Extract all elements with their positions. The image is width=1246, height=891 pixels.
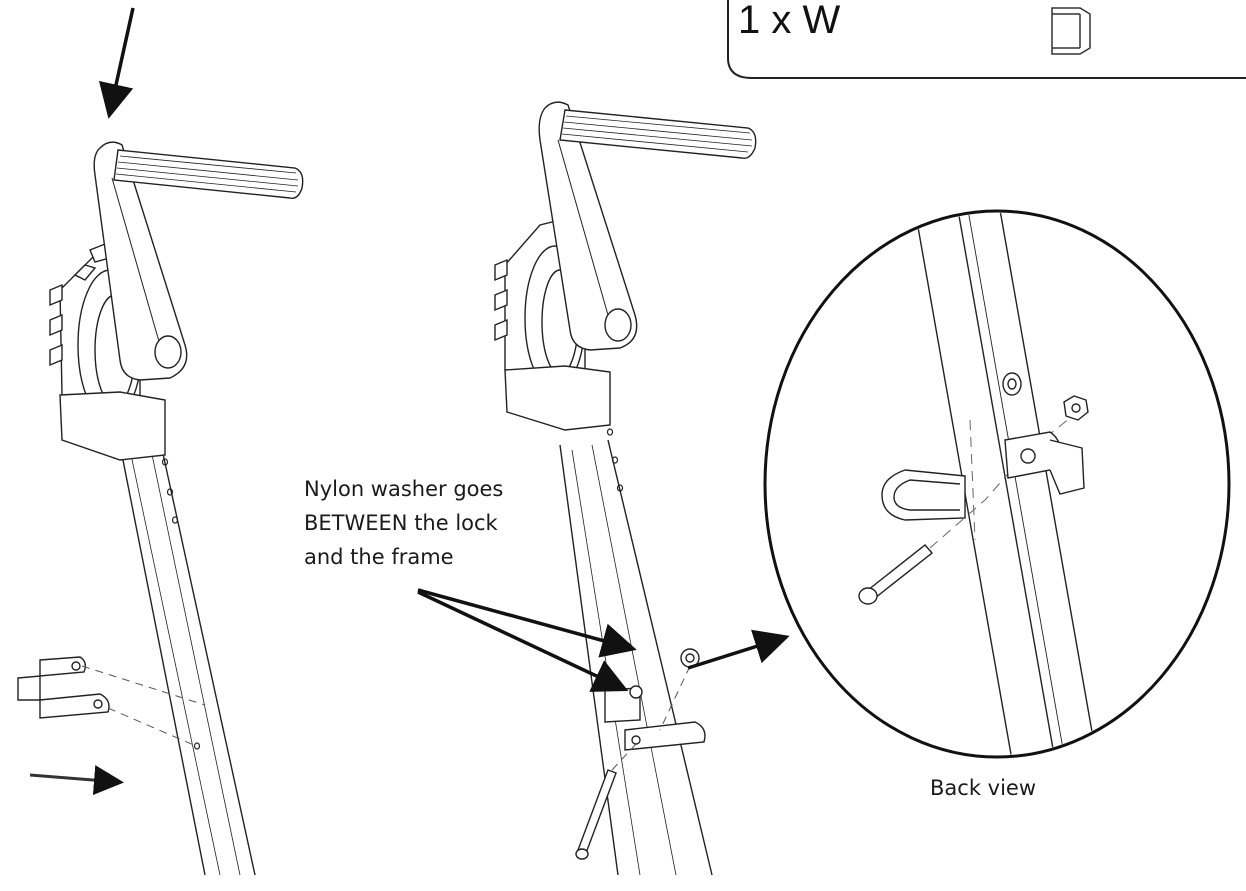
frame-holes [606, 428, 624, 492]
frame-holes [161, 458, 201, 750]
middle-assembly [417, 101, 790, 876]
washer-icon [1002, 372, 1022, 396]
detail-back-view [763, 209, 1231, 759]
left-assembly [17, 7, 304, 876]
washer-note-line-3: and the frame [304, 545, 454, 569]
detail-arrow-icon [687, 629, 790, 670]
washer-note-line-2: BETWEEN the lock [304, 511, 498, 535]
callout-arrow-upper [417, 588, 637, 658]
washer-note-line-1: Nylon washer goes [304, 477, 504, 501]
lock-bracket-mounted [604, 685, 706, 751]
detail-pin-icon [858, 544, 934, 605]
detail-nut-icon [1063, 395, 1089, 421]
down-arrow-icon [98, 7, 135, 119]
hex-nut-icon [1051, 7, 1091, 55]
parts-box-label: 1 x W [738, 0, 841, 42]
lock-bracket-left [17, 656, 110, 719]
parts-box [727, 0, 1246, 79]
callout-arrow-lower [417, 590, 629, 692]
back-view-caption: Back view [930, 776, 1037, 800]
right-arrow-icon [29, 765, 124, 796]
bolt-icon [575, 769, 617, 860]
callout-arrows [417, 588, 637, 692]
washer-note: Nylon washer goes BETWEEN the lock and t… [304, 472, 594, 574]
